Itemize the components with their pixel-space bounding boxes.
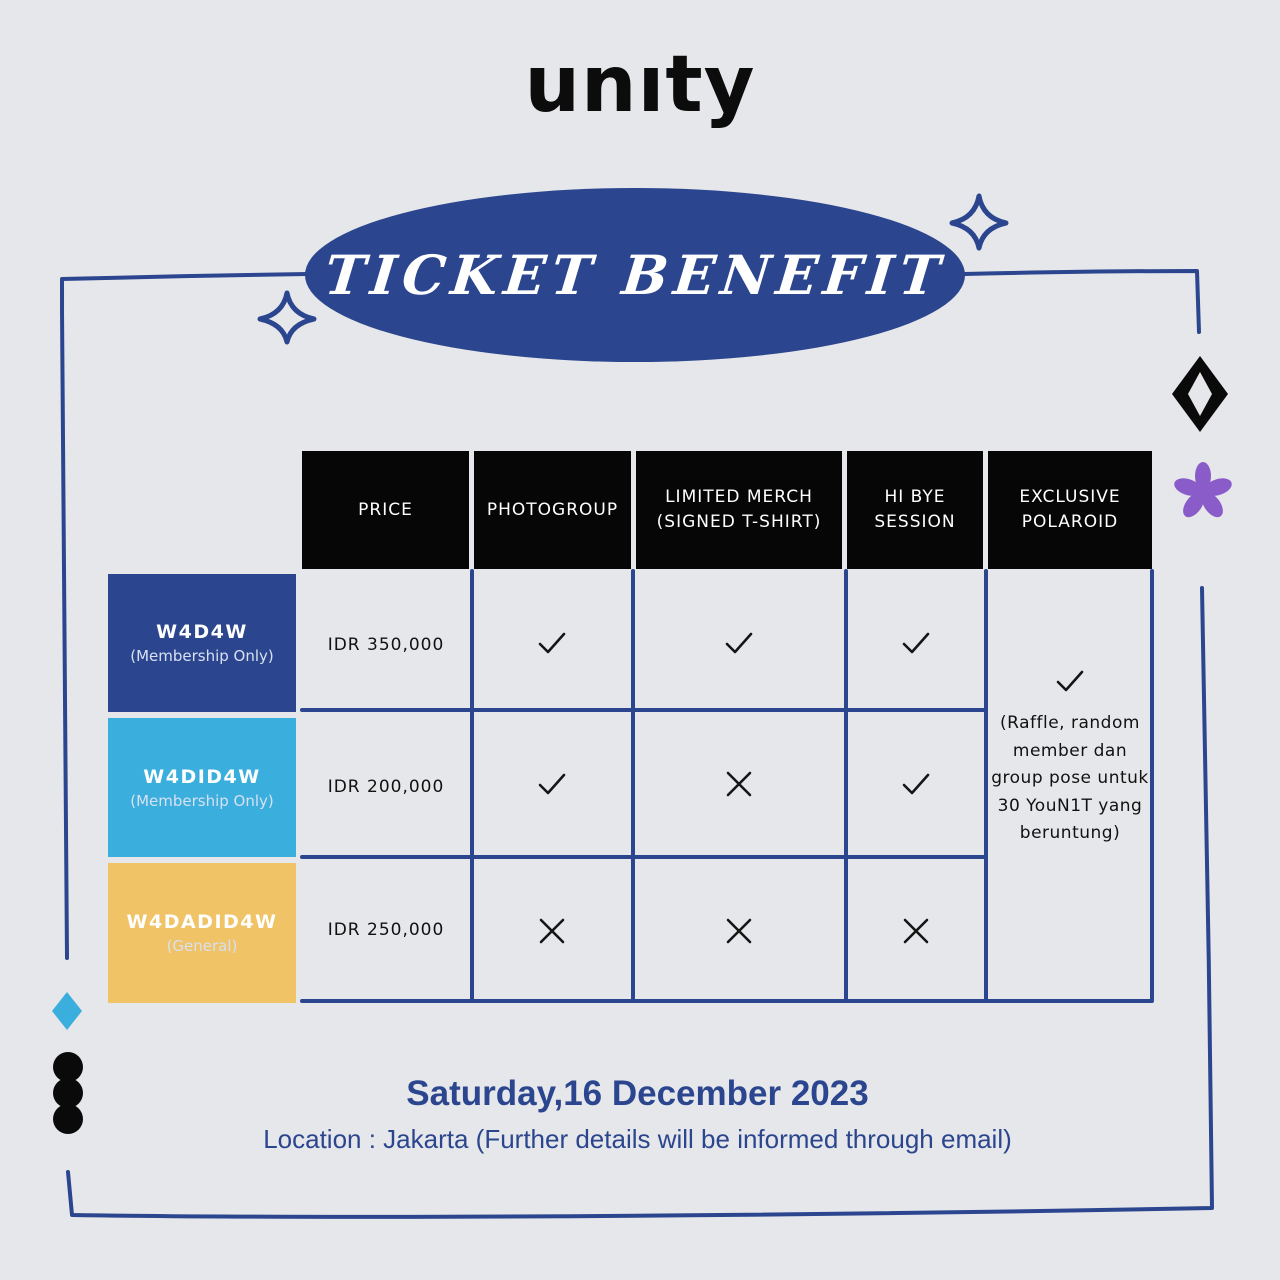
tier-name: W4DADID4W (126, 911, 278, 933)
header-limited-merch: LIMITED MERCH(SIGNED T-SHIRT) (636, 451, 842, 569)
benefit-mark-icon (726, 771, 752, 797)
event-location: Location : Jakarta (Further details will… (263, 1124, 1012, 1154)
diamond-icon (52, 992, 82, 1030)
cross-icon (726, 918, 752, 944)
header-price: PRICE (302, 451, 469, 569)
tier-name: W4D4W (156, 621, 248, 643)
header-photogroup: PHOTOGROUP (474, 451, 631, 569)
frame-right-top-line (962, 269, 1201, 334)
benefit-mark-icon (725, 632, 753, 654)
event-date: Saturday,16 December 2023 (406, 1074, 869, 1113)
cross-icon (726, 771, 752, 797)
dot-icon (53, 1104, 83, 1134)
benefit-mark-icon (726, 918, 752, 944)
check-icon (538, 632, 566, 654)
sparkle-icon (949, 193, 1009, 251)
tier-subtitle: (Membership Only) (130, 647, 274, 665)
benefit-mark-icon (538, 632, 566, 654)
check-icon (538, 773, 566, 795)
tier-subtitle: (Membership Only) (130, 791, 274, 810)
benefit-mark-icon (538, 773, 566, 795)
flower-icon (1174, 462, 1232, 518)
benefit-mark-icon (902, 632, 930, 654)
dot-icon (53, 1078, 83, 1108)
benefit-mark-icon (539, 918, 565, 944)
tier-w4d4w: W4D4W (Membership Only) (108, 574, 296, 712)
sparkle-icon (257, 290, 317, 345)
polaroid-check-icon (1056, 670, 1084, 692)
banner-title: TICKET BENEFIT (321, 243, 949, 307)
tier-w4did4w: W4DID4W (Membership Only) (108, 718, 296, 857)
check-icon (725, 632, 753, 654)
check-icon (902, 773, 930, 795)
tier-w4dadid4w: W4DADID4W (General) (108, 863, 296, 1003)
brand-logo: unıty (524, 40, 756, 130)
tier-name: W4DID4W (143, 765, 261, 788)
cross-icon (539, 918, 565, 944)
benefit-mark-icon (903, 918, 929, 944)
ticket-benefit-banner: TICKET BENEFIT (305, 188, 965, 362)
check-icon (1056, 670, 1084, 692)
frame-right-side-line (66, 586, 1214, 1219)
polaroid-note: (Raffle, random member dan group pose un… (991, 713, 1149, 843)
dot-icon (53, 1052, 83, 1082)
cross-icon (903, 918, 929, 944)
price-w4did4w: IDR 200,000 (327, 777, 445, 797)
tier-subtitle: (General) (166, 937, 238, 955)
frame-left-top-line (60, 272, 310, 960)
price-w4dadid4w: IDR 250,000 (327, 920, 445, 940)
check-icon (902, 632, 930, 654)
price-w4d4w: IDR 350,000 (327, 635, 445, 655)
diamond-icon (1172, 356, 1228, 432)
benefit-mark-icon (902, 773, 930, 795)
